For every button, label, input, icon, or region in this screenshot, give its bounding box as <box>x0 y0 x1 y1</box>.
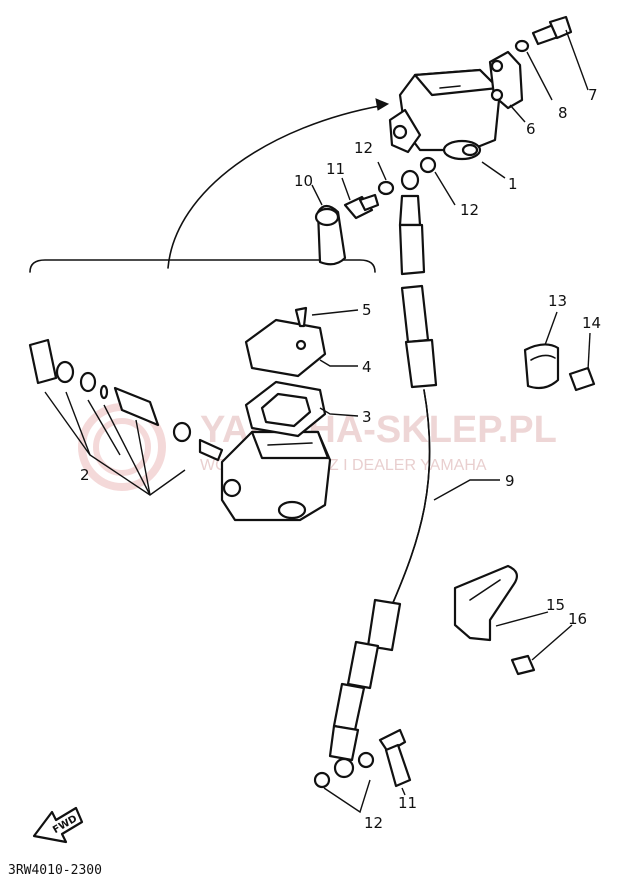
callout-8: 8 <box>558 104 568 122</box>
reservoir-cap <box>244 318 327 378</box>
washer-12-lower-b <box>313 771 331 789</box>
callout-5: 5 <box>362 301 372 319</box>
handlebar-clamp <box>488 50 524 110</box>
washer-12-upper-right <box>419 156 437 174</box>
callout-14: 14 <box>582 314 601 332</box>
master-cylinder-assembled <box>388 68 502 161</box>
callout-6: 6 <box>526 120 536 138</box>
callout-leaders <box>311 29 591 814</box>
hose-holder <box>523 343 560 390</box>
callout-7: 7 <box>588 86 598 104</box>
piston-kit <box>28 338 224 462</box>
callout-1: 1 <box>508 175 518 193</box>
washer-12-upper-left <box>377 180 395 196</box>
hose-guide-bracket <box>453 564 518 642</box>
callout-10: 10 <box>294 172 313 190</box>
union-bolt-upper <box>343 193 380 220</box>
master-cylinder-body <box>220 430 332 522</box>
callouts: 1 2 3 4 5 6 7 8 9 10 11 11 12 12 12 13 1… <box>80 86 601 832</box>
callout-9: 9 <box>505 472 515 490</box>
callout-15: 15 <box>546 596 565 614</box>
banjo-cap-10 <box>314 204 347 266</box>
washer-8 <box>514 39 530 53</box>
callout-11-upper: 11 <box>326 160 345 178</box>
callout-12-upper-left: 12 <box>354 139 373 157</box>
callout-2: 2 <box>80 466 90 484</box>
screw-5 <box>294 306 308 328</box>
brake-hose <box>328 169 438 779</box>
piston-kit-leaders <box>44 391 186 496</box>
diaphragm-plate <box>244 380 327 438</box>
callout-4: 4 <box>362 358 372 376</box>
bolt-16 <box>510 654 536 676</box>
callout-3: 3 <box>362 408 372 426</box>
bolt-7 <box>531 15 573 46</box>
callout-12-upper-right: 12 <box>460 201 479 219</box>
diagram-code: 3RW4010-2300 <box>8 863 102 878</box>
washer-12-lower-a <box>357 751 375 769</box>
callout-13: 13 <box>548 292 567 310</box>
callout-12-lower: 12 <box>364 814 383 832</box>
bolt-14 <box>568 366 596 392</box>
callout-11-lower: 11 <box>398 794 417 812</box>
union-bolt-lower <box>378 728 412 788</box>
fwd-arrow-icon: FWD <box>32 806 84 844</box>
assembly-connector <box>29 98 390 273</box>
callout-16: 16 <box>568 610 587 628</box>
